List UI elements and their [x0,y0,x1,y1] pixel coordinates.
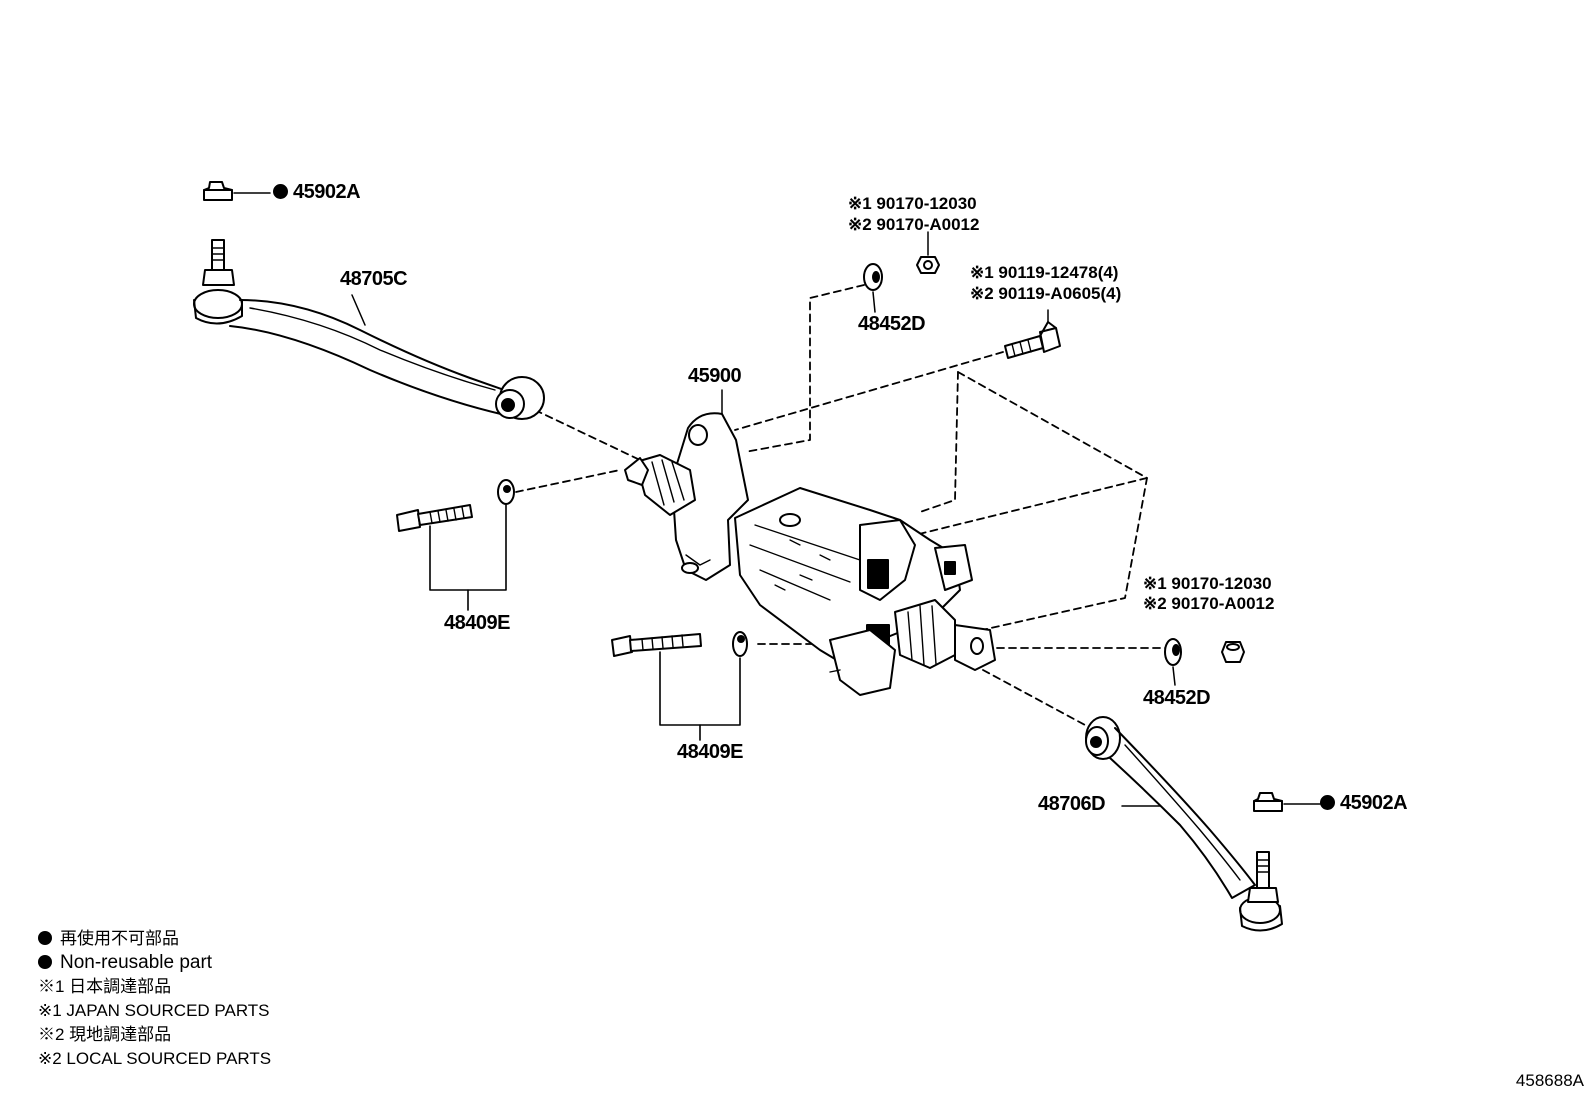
tie-rod-left-icon [193,239,545,420]
legend-line-5: ※2 現地調達部品 [38,1025,172,1044]
legend: 再使用不可部品 Non-reusable part ※1 日本調達部品 ※1 J… [38,927,271,1071]
label-note-bolt-1: ※1 90119-12478(4) [970,263,1119,282]
nut-small-top-icon [916,231,940,274]
label-note-right-2: ※2 90170-A0012 [1143,594,1275,613]
nut-small-right-icon [1221,641,1245,663]
label-bushing-right: 48452D [1143,687,1211,709]
label-note-right-1: ※1 90170-12030 [1143,574,1272,593]
legend-line-2: Non-reusable part [38,951,271,975]
legend-line-6: ※2 LOCAL SOURCED PARTS [38,1049,272,1068]
label-note-bolt-2: ※2 90119-A0605(4) [970,284,1122,303]
label-note-top-2: ※2 90170-A0012 [848,215,980,234]
label-bolt-lower: 48409E [677,741,743,763]
label-bushing-top: 48452D [858,313,926,335]
label-nut-right: 45902A [1320,792,1408,815]
bullet-icon [38,955,52,969]
label-rod-right: 48706D [1038,793,1106,815]
steering-gear-icon [624,389,996,696]
legend-line-1: 再使用不可部品 [38,927,271,951]
bullet-icon [38,931,52,945]
document-id: 458688A [1515,1071,1584,1090]
label-gear: 45900 [688,365,742,387]
dashed-leaders [515,284,1171,726]
bolt-lower-icon [611,631,748,741]
legend-line-4: ※1 JAPAN SOURCED PARTS [38,1001,270,1020]
legend-line-3: ※1 日本調達部品 [38,977,172,996]
bolt-left-icon [396,479,515,611]
label-rod-left: 48705C [340,268,408,290]
non-reusable-dot-icon [1320,795,1335,810]
nut-right-icon [1253,792,1321,812]
bushing-top-icon [863,263,883,313]
label-bolt-left: 48409E [444,612,510,634]
non-reusable-dot-icon [273,184,288,199]
label-nut-top: 45902A [273,181,361,204]
tie-rod-right-icon [1085,716,1283,932]
nut-top-icon [203,181,271,201]
bolt-mount-icon [1004,309,1061,359]
label-note-top-1: ※1 90170-12030 [848,194,977,213]
bushing-right-icon [1164,638,1182,686]
